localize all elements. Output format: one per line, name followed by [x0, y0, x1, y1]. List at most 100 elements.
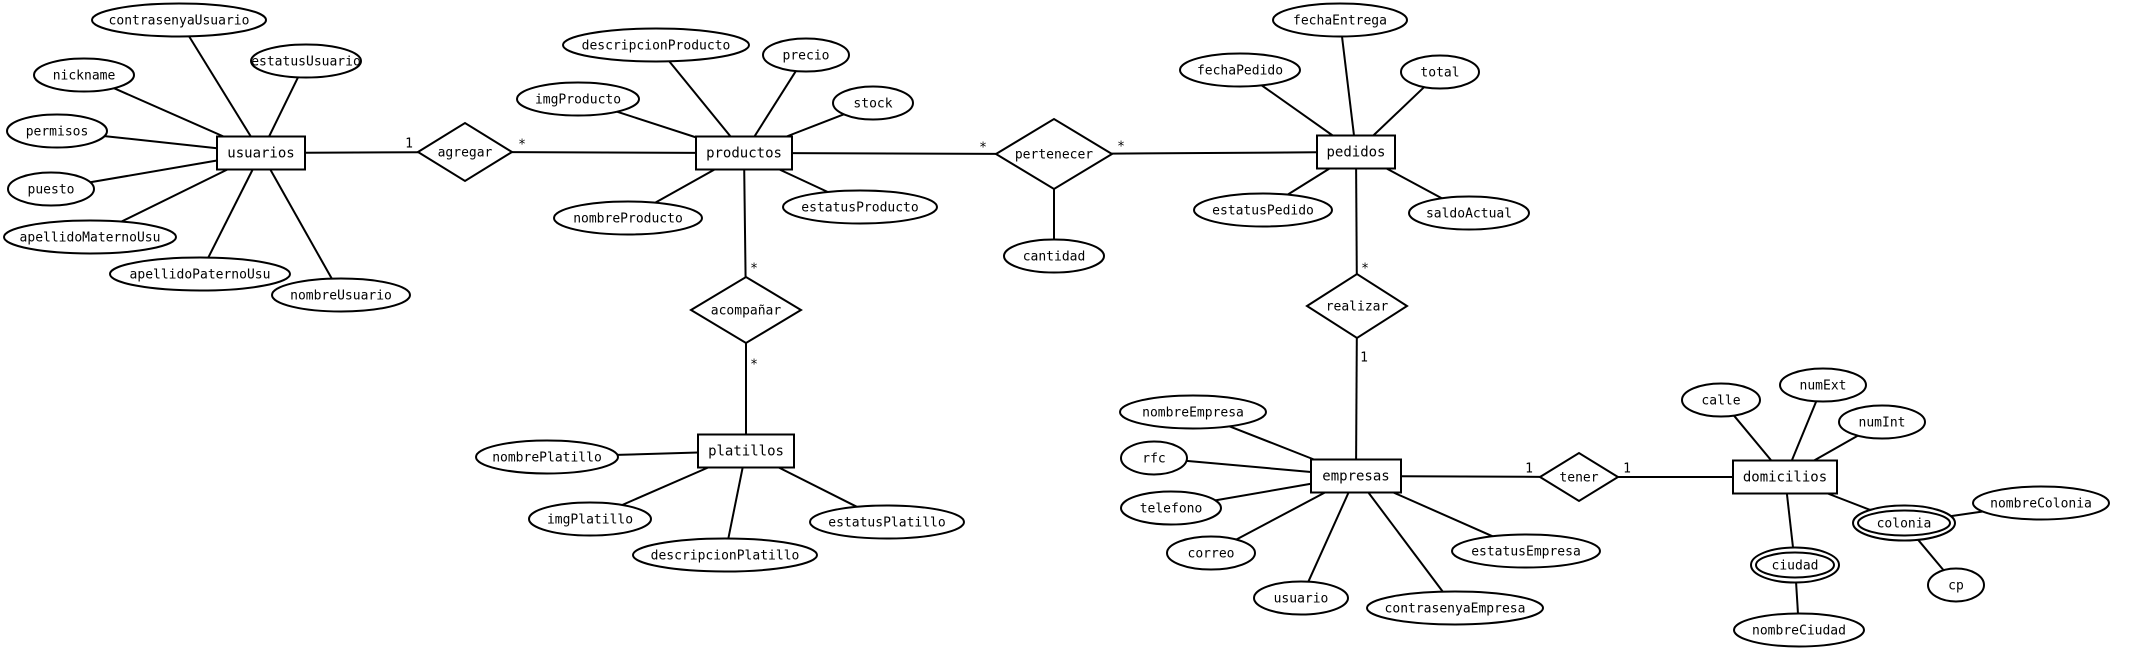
attribute-ellipse [3, 219, 177, 255]
connector-domicilios-numExt [1790, 400, 1818, 461]
relationship-diamond [1305, 272, 1409, 340]
attribute-ellipse [1927, 567, 1985, 603]
attr-correo: correo [1166, 535, 1256, 571]
attribute-label: numExt [1800, 379, 1847, 394]
attribute-label: nombrePlatillo [492, 451, 602, 466]
connector-productos-stock [786, 113, 845, 138]
attribute-ellipse [528, 501, 652, 537]
attribute-ellipse [1120, 440, 1188, 476]
connector-domicilios-numInt [1813, 434, 1859, 462]
attribute-label: nombreColonia [1990, 497, 2092, 512]
attribute-ellipse [1451, 533, 1601, 569]
attr-nombreCiudad: nombreCiudad [1733, 612, 1865, 648]
attr-nombreColonia: nombreColonia [1972, 485, 2110, 521]
connector-pedidos-fechaPedido [1261, 84, 1334, 137]
attribute-label: nombreCiudad [1752, 624, 1846, 639]
attr-imgProducto: imgProducto [516, 81, 640, 117]
connector-productos-pertenecer [791, 152, 997, 155]
attr-imgPlatillo: imgPlatillo [528, 501, 652, 537]
connector-ciudad-nombreCiudad [1795, 582, 1799, 614]
attr-contrasenyaUsuario: contrasenyaUsuario [91, 2, 267, 38]
relationship-label: agregar [438, 146, 493, 161]
relationship-diamond [1538, 451, 1620, 503]
connector-usuarios-estatusUsuario [268, 76, 299, 137]
attr-cantidad: cantidad [1003, 238, 1105, 274]
attribute-label: usuario [1274, 592, 1329, 607]
attribute-ellipse [7, 171, 95, 207]
connector-usuarios-apellidoMaternoUsu [120, 168, 228, 223]
attribute-label: estatusUsuario [251, 55, 361, 70]
attribute-label: descripcionProducto [582, 39, 731, 54]
attribute-ellipse [271, 277, 411, 313]
connector-empresas-tener [1400, 475, 1541, 478]
connector-pedidos-saldoActual [1386, 167, 1443, 200]
mattr-ciudad: ciudad [1750, 546, 1840, 584]
attr-fechaPedido: fechaPedido [1179, 52, 1301, 88]
connector-usuarios-puesto [90, 159, 218, 184]
entity-label: usuarios [227, 146, 294, 162]
attribute-label: fechaPedido [1197, 64, 1283, 79]
attribute-ellipse [109, 256, 291, 292]
cardinality-agregar-productos: * [518, 138, 526, 153]
attr-numExt: numExt [1779, 367, 1867, 403]
attribute-ellipse [1408, 195, 1530, 231]
connector-productos-nombreProducto [654, 168, 716, 204]
entity-box [695, 135, 793, 171]
attr-usuario: usuario [1253, 580, 1349, 616]
attribute-ellipse-inner [1755, 551, 1835, 579]
connector-productos-precio [753, 70, 797, 138]
connector-pedidos-fechaEntrega [1341, 36, 1355, 136]
attr-saldoActual: saldoActual [1408, 195, 1530, 231]
cardinality-pertenecer-pedidos: * [1117, 140, 1125, 155]
attribute-label: nombreUsuario [290, 289, 392, 304]
attribute-label: imgProducto [535, 93, 621, 108]
attr-estatusPedido: estatusPedido [1193, 192, 1333, 228]
attribute-ellipse [1838, 404, 1926, 440]
attr-descripcionProducto: descripcionProducto [562, 27, 750, 63]
mattr-colonia: colonia [1852, 504, 1956, 542]
attribute-ellipse [1366, 590, 1544, 626]
connector-productos-imgProducto [616, 110, 697, 139]
attr-precio: precio [762, 37, 850, 73]
attribute-label: estatusProducto [801, 201, 918, 216]
entity-box [697, 433, 795, 469]
attribute-ellipse [1179, 52, 1301, 88]
entity-pedidos: pedidos [1316, 134, 1396, 170]
cardinality-usuarios-agregar: 1 [405, 137, 413, 152]
rel-agregar: agregar [416, 121, 514, 183]
attr-calle: calle [1681, 382, 1761, 418]
connector-pedidos-estatusPedido [1287, 167, 1331, 196]
attribute-ellipse [562, 27, 750, 63]
connector-agregar-productos [511, 151, 697, 154]
attribute-label: nombreEmpresa [1142, 406, 1244, 421]
entity-label: pedidos [1326, 145, 1385, 161]
attribute-label: puesto [28, 183, 75, 198]
entity-productos: productos [695, 135, 793, 171]
attribute-ellipse [1852, 504, 1956, 542]
attribute-label: nickname [53, 69, 116, 84]
attribute-label: apellidoPaternoUsu [130, 268, 271, 283]
attribute-label: imgPlatillo [547, 513, 633, 528]
connector-platillos-descripcionPlatillo [727, 467, 744, 539]
attr-estatusPlatillo: estatusPlatillo [809, 504, 965, 540]
attribute-label: ciudad [1772, 559, 1819, 574]
connector-domicilios-ciudad [1785, 493, 1795, 548]
attribute-ellipse [1750, 546, 1840, 584]
entity-empresas: empresas [1310, 458, 1402, 494]
attribute-ellipse [1400, 54, 1480, 90]
attribute-ellipse [1193, 192, 1333, 228]
attribute-label: apellidoMaternoUsu [20, 231, 161, 246]
attribute-ellipse [553, 200, 703, 236]
entity-label: platillos [708, 444, 784, 460]
attr-stock: stock [832, 85, 914, 121]
attr-telefono: telefono [1120, 490, 1222, 526]
connector-empresas-rfc [1186, 459, 1312, 473]
connector-colonia-nombreColonia [1950, 510, 1983, 518]
connector-realizar-empresas [1355, 337, 1358, 460]
attribute-label: total [1420, 66, 1459, 81]
connector-domicilios-calle [1733, 414, 1773, 462]
attribute-ellipse [1003, 238, 1105, 274]
rel-acompanar: acompañar [689, 275, 803, 345]
attribute-label: stock [853, 97, 892, 112]
